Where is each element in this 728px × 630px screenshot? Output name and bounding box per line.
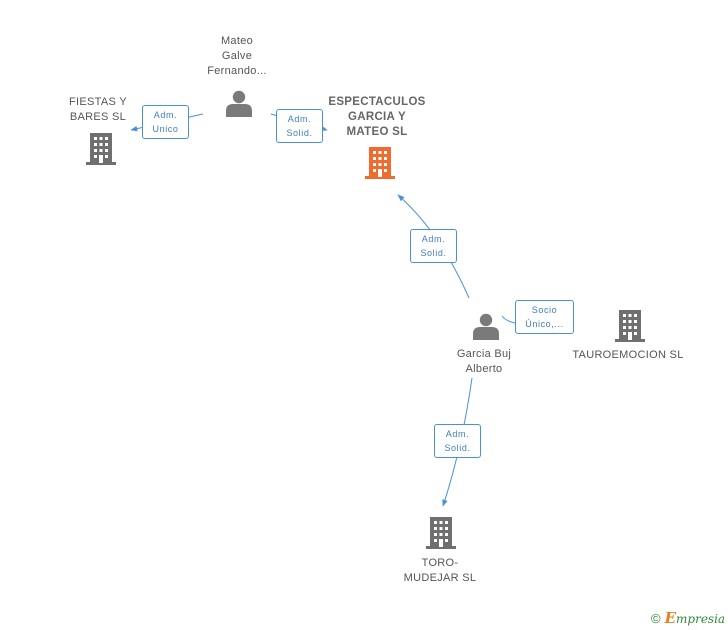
node-label-espectaculos[interactable]: ESPECTACULOS GARCIA Y MATEO SL xyxy=(328,96,426,138)
node-label-tauroemocion[interactable]: TAUROEMOCION SL xyxy=(572,349,684,361)
person-icon[interactable] xyxy=(226,90,252,117)
building-icon[interactable] xyxy=(86,133,116,165)
relation-badge-mateo-fiestas[interactable]: Adm. Unico xyxy=(142,105,189,139)
building-icon[interactable] xyxy=(615,310,645,342)
node-label-fiestas[interactable]: FIESTAS Y BARES SL xyxy=(69,96,127,123)
person-icon[interactable] xyxy=(473,313,499,340)
brand-logo: Empresia xyxy=(664,609,726,627)
copyright-symbol: © xyxy=(651,610,661,626)
building-icon[interactable] xyxy=(365,147,395,179)
building-icon[interactable] xyxy=(426,517,456,549)
relation-badge-garcia-toro[interactable]: Adm. Solid. xyxy=(434,424,481,458)
relation-badge-garcia-tauroemocion[interactable]: Socio Único,... xyxy=(515,300,574,334)
node-label-toro[interactable]: TORO- MUDEJAR SL xyxy=(403,557,477,584)
footer-brand[interactable]: © Empresia xyxy=(651,608,725,628)
relation-badge-garcia-espectaculos[interactable]: Adm. Solid. xyxy=(410,229,457,263)
relation-badge-mateo-espectaculos[interactable]: Adm. Solid. xyxy=(276,109,323,143)
node-label-mateo[interactable]: Mateo Galve Fernando... xyxy=(207,35,267,77)
node-label-garcia[interactable]: Garcia Buj Alberto xyxy=(456,348,512,375)
